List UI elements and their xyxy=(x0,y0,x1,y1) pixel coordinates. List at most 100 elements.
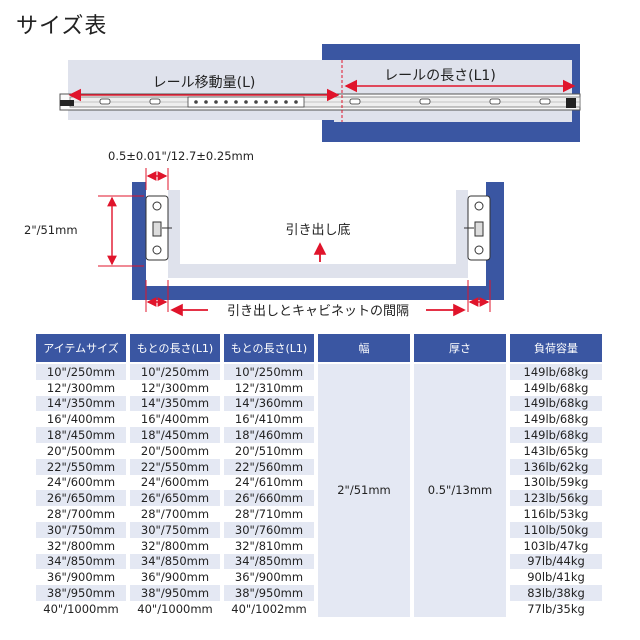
tolerance-label: 0.5±0.01"/12.7±0.25mm xyxy=(108,149,254,163)
drawer-bottom-label: 引き出し底 xyxy=(285,222,350,238)
cell-original-length: 24"/600mm xyxy=(130,474,220,491)
width-label: 2"/51mm xyxy=(24,223,78,237)
cell-original-length-2: 10"/250mm xyxy=(224,364,314,380)
cell-original-length: 10"/250mm xyxy=(130,364,220,380)
cell-item-size: 32"/800mm xyxy=(36,537,126,554)
cell-load-capacity: 103lb/47kg xyxy=(510,537,602,554)
cell-original-length: 32"/800mm xyxy=(130,537,220,554)
cell-original-length-2: 24"/610mm xyxy=(224,474,314,491)
cell-original-length: 14"/350mm xyxy=(130,395,220,412)
cell-item-size: 24"/600mm xyxy=(36,474,126,491)
cell-original-length-2: 28"/710mm xyxy=(224,506,314,522)
cell-load-capacity: 130lb/59kg xyxy=(510,474,602,491)
table-header-row: アイテムサイズ もとの長さ(L1) もとの長さ(L1) 幅 厚さ 負荷容量 xyxy=(36,334,602,364)
cell-load-capacity: 90lb/41kg xyxy=(510,569,602,586)
rail-release-lever xyxy=(60,100,74,106)
header-item-size: アイテムサイズ xyxy=(36,334,126,364)
right-slide-profile xyxy=(464,195,491,261)
left-slide-profile xyxy=(145,195,172,261)
header-original-length: もとの長さ(L1) xyxy=(130,334,220,364)
cell-load-capacity: 149lb/68kg xyxy=(510,379,602,396)
cell-original-length-2: 22"/560mm xyxy=(224,458,314,475)
cell-item-size: 18"/450mm xyxy=(36,427,126,443)
cell-load-capacity: 77lb/35kg xyxy=(510,600,602,617)
cell-original-length: 28"/700mm xyxy=(130,506,220,522)
cell-original-length-2: 36"/900mm xyxy=(224,569,314,586)
cell-original-length: 20"/500mm xyxy=(130,442,220,459)
cell-original-length-2: 18"/460mm xyxy=(224,427,314,443)
cell-original-length: 12"/300mm xyxy=(130,379,220,396)
cell-item-size: 12"/300mm xyxy=(36,379,126,396)
cell-original-length-2: 32"/810mm xyxy=(224,537,314,554)
cell-original-length-2: 40"/1002mm xyxy=(224,600,314,617)
length-label: レールの長さ(L1) xyxy=(384,68,496,84)
cell-item-size: 14"/350mm xyxy=(36,395,126,412)
header-original-length-2: もとの長さ(L1) xyxy=(224,334,314,364)
cell-original-length: 26"/650mm xyxy=(130,490,220,507)
cell-original-length-2: 30"/760mm xyxy=(224,521,314,538)
header-load-capacity: 負荷容量 xyxy=(510,334,602,364)
cell-load-capacity: 116lb/53kg xyxy=(510,506,602,522)
cell-original-length: 40"/1000mm xyxy=(130,600,220,617)
cell-item-size: 26"/650mm xyxy=(36,490,126,507)
cell-original-length-2: 26"/660mm xyxy=(224,490,314,507)
gap-label: 引き出しとキャビネットの間隔 xyxy=(227,304,409,319)
cell-original-length-2: 16"/410mm xyxy=(224,411,314,428)
cell-load-capacity: 83lb/38kg xyxy=(510,585,602,601)
cell-item-size: 36"/900mm xyxy=(36,569,126,586)
travel-label: レール移動量(L) xyxy=(153,75,256,91)
cell-load-capacity: 149lb/68kg xyxy=(510,427,602,443)
cell-thickness: 0.5"/13mm xyxy=(414,364,506,617)
cell-original-length: 18"/450mm xyxy=(130,427,220,443)
cell-item-size: 38"/950mm xyxy=(36,585,126,601)
cell-original-length-2: 38"/950mm xyxy=(224,585,314,601)
rail-extension-diagram: レール移動量(L) レールの長さ(L1) xyxy=(59,44,581,142)
cell-original-length: 30"/750mm xyxy=(130,521,220,538)
rail-end-stop xyxy=(566,98,576,108)
cell-item-size: 34"/850mm xyxy=(36,553,126,570)
cell-original-length-2: 20"/510mm xyxy=(224,442,314,459)
cell-original-length: 16"/400mm xyxy=(130,411,220,428)
header-width: 幅 xyxy=(318,334,410,364)
cell-item-size: 28"/700mm xyxy=(36,506,126,522)
cell-load-capacity: 123lb/56kg xyxy=(510,490,602,507)
cell-item-size: 16"/400mm xyxy=(36,411,126,428)
cell-item-size: 22"/550mm xyxy=(36,458,126,475)
drawer-section xyxy=(168,190,468,278)
cell-original-length: 38"/950mm xyxy=(130,585,220,601)
cell-original-length: 34"/850mm xyxy=(130,553,220,570)
cell-load-capacity: 149lb/68kg xyxy=(510,395,602,412)
cell-load-capacity: 149lb/68kg xyxy=(510,364,602,380)
cell-item-size: 40"/1000mm xyxy=(36,600,126,617)
cell-item-size: 30"/750mm xyxy=(36,521,126,538)
cell-load-capacity: 97lb/44kg xyxy=(510,553,602,570)
cell-load-capacity: 149lb/68kg xyxy=(510,411,602,428)
cell-original-length-2: 14"/360mm xyxy=(224,395,314,412)
cross-section-diagram: 0.5±0.01"/12.7±0.25mm 2"/51mm 引き出し底 引き出し… xyxy=(24,149,504,319)
cell-original-length-2: 12"/310mm xyxy=(224,379,314,396)
cell-original-length: 36"/900mm xyxy=(130,569,220,586)
header-thickness: 厚さ xyxy=(414,334,506,364)
cell-load-capacity: 136lb/62kg xyxy=(510,458,602,475)
cabinet-left-wall xyxy=(132,182,504,300)
cell-load-capacity: 110lb/50kg xyxy=(510,521,602,538)
cell-original-length: 22"/550mm xyxy=(130,458,220,475)
cell-original-length-2: 34"/850mm xyxy=(224,553,314,570)
cell-item-size: 10"/250mm xyxy=(36,364,126,380)
